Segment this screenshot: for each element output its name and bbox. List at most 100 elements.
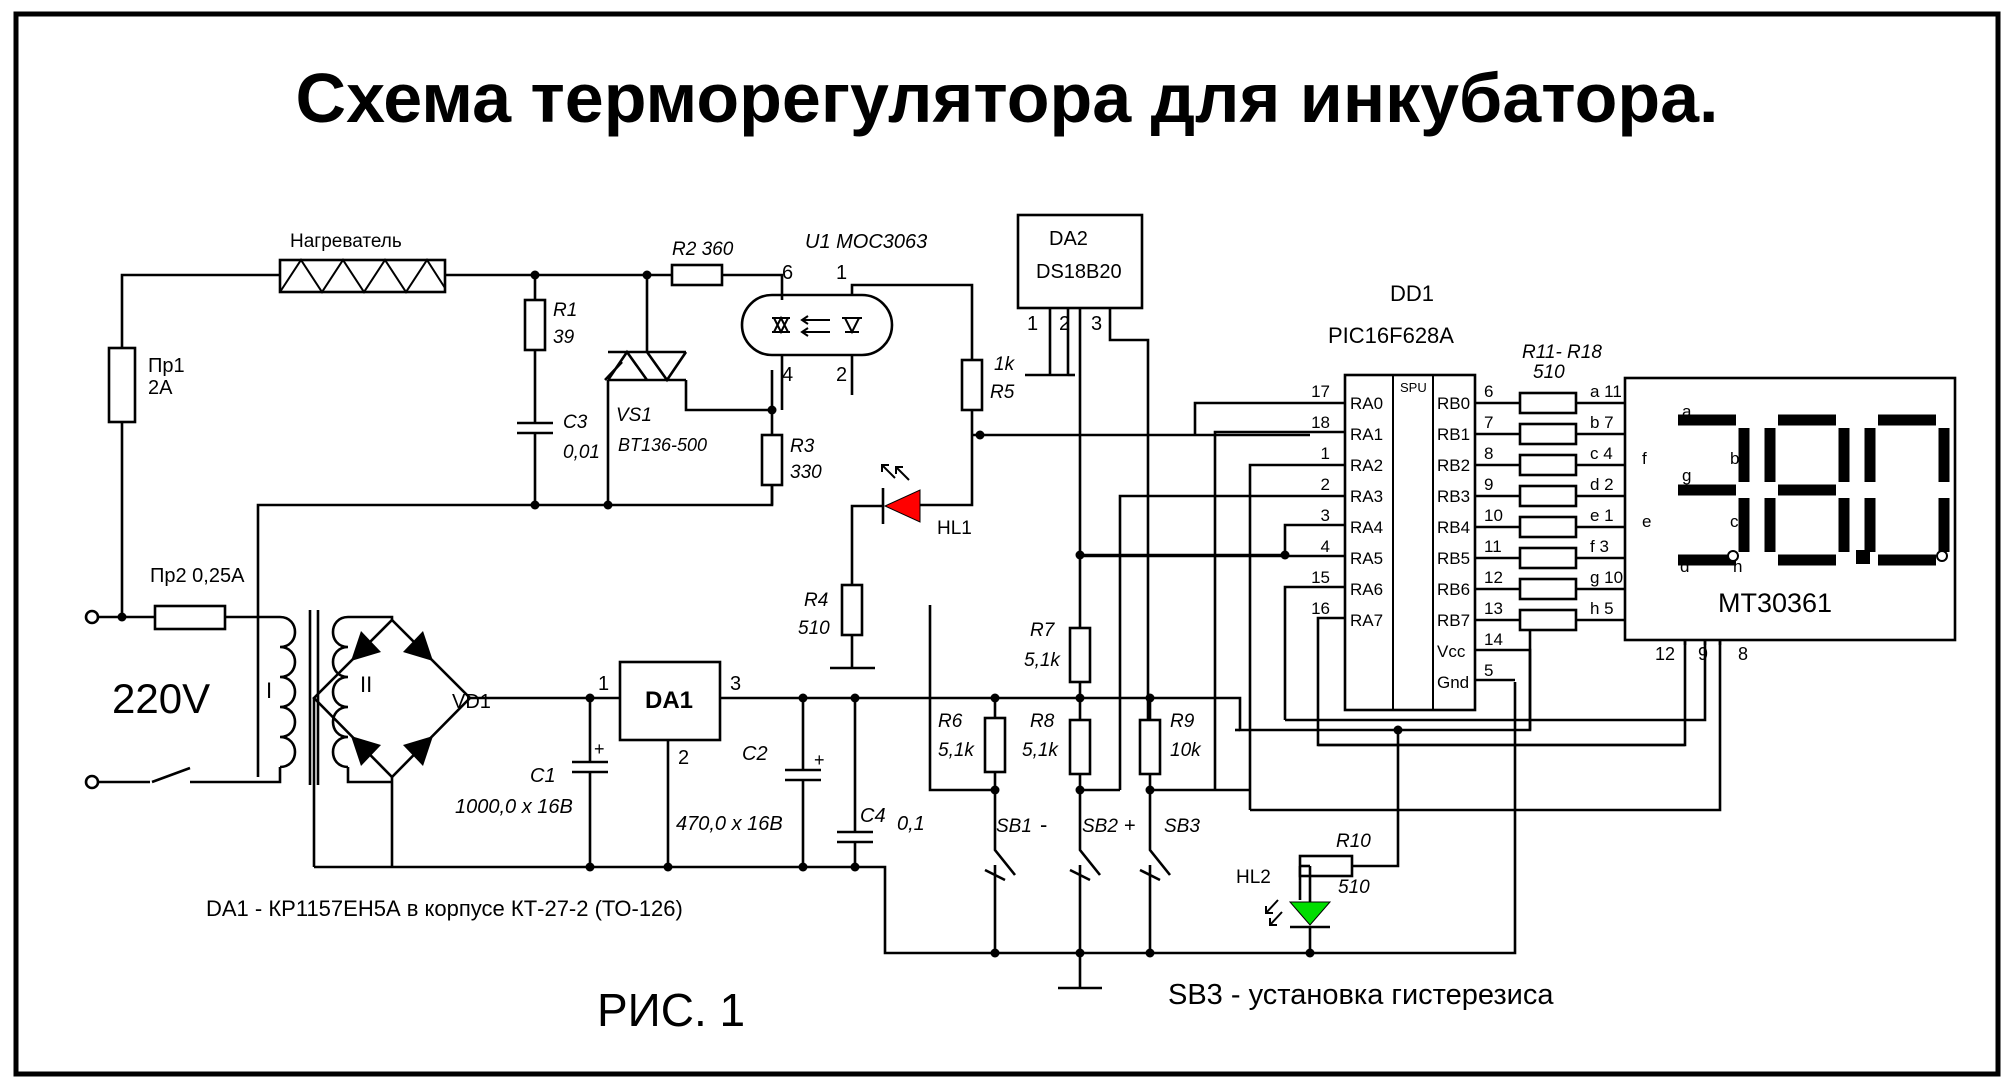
sb2-switch: [1069, 820, 1102, 950]
mains-terminal-top: [84, 609, 100, 625]
pic-pin-num-ra5: 4: [1321, 537, 1330, 556]
r6: [983, 716, 1007, 774]
c3-val: 0,01: [563, 442, 600, 463]
resistor-r14: [1518, 484, 1578, 508]
u1-pin2: 2: [836, 364, 847, 386]
u1-body: [740, 293, 894, 357]
hl1-led: [883, 489, 921, 523]
seg-label-b: b: [1730, 449, 1739, 468]
seg-label-d: d: [1680, 557, 1689, 576]
r7: [1068, 626, 1092, 684]
pic-pin-num-rb4: 10: [1484, 506, 1503, 525]
pic-pin-num-ra4: 3: [1321, 506, 1330, 525]
u1-pin6: 6: [782, 262, 793, 284]
diode-4: [351, 736, 381, 766]
figure-label: РИС. 1: [597, 984, 745, 1036]
da2-pin2: 2: [1059, 313, 1070, 335]
transformer-secondary: [331, 615, 349, 769]
mains-section: 220V Пр2 0,25A Пр1 2A Нагреватель I II: [84, 231, 774, 790]
pic-pin-num-rb0: 6: [1484, 382, 1493, 401]
r10-ref: R10: [1336, 831, 1371, 852]
c4-val: 0,1: [897, 813, 925, 835]
resistor-r15: [1518, 515, 1578, 539]
fuse1-val: 2A: [148, 377, 173, 399]
pic-pin-num-ra3: 2: [1321, 475, 1330, 494]
pic-pin-num-ra7: 16: [1311, 599, 1330, 618]
da1-pin3: 3: [730, 673, 741, 695]
pic-pin-num-rb1: 7: [1484, 413, 1493, 432]
dd1-spu: SPU: [1400, 380, 1427, 395]
pic-pin-name-rb5: RB5: [1437, 549, 1470, 568]
pic-pin-num-rb6: 12: [1484, 568, 1503, 587]
da1-body: [618, 660, 722, 742]
transformer-primary: [279, 615, 297, 769]
r6-val: 5,1k: [938, 740, 975, 761]
r3-ref: R3: [790, 436, 815, 457]
wire-fuse1: [120, 273, 280, 617]
da2-body: [1016, 213, 1144, 310]
sb1-sign: -: [1040, 812, 1047, 837]
pic-pin-num-rb5: 11: [1484, 537, 1502, 556]
r5-ref: R5: [990, 382, 1015, 403]
display-pin8: 8: [1738, 644, 1748, 664]
c1-val: 1000,0 x 16B: [455, 796, 573, 818]
c4-ref: C4: [860, 805, 886, 827]
c2-ref: C2: [742, 743, 768, 765]
seg-label-f: f: [1642, 449, 1647, 468]
pic-pin-num-ra6: 15: [1311, 568, 1330, 587]
dd1-ref: DD1: [1390, 281, 1434, 306]
da1-pin2: 2: [678, 747, 689, 769]
sb3-label: SB3: [1164, 816, 1200, 837]
wire-pic-porta: [1080, 401, 1685, 810]
pic-pin-num-rb3: 9: [1484, 475, 1493, 494]
title: Схема терморегулятора для инкубатора.: [296, 59, 1719, 137]
display-mt30361: MT30361 12 9 8 a b c d e f g h: [1623, 376, 1957, 664]
r4-val: 510: [798, 618, 830, 639]
pic-pin-name-rb7: RB7: [1437, 611, 1470, 630]
pic-pin-name-rb1: RB1: [1437, 425, 1470, 444]
triac-section: R1 39 C3 0,01 VS1 BT136-500 R2 360 R3 33…: [517, 239, 822, 510]
seg-label-a: a: [1682, 402, 1692, 421]
pic-pin-name-ra7: RA7: [1350, 611, 1383, 630]
pic-pin-num-vcc: 14: [1484, 630, 1503, 649]
r8-val: 5,1k: [1022, 740, 1059, 761]
r8: [1068, 718, 1092, 776]
sb2-sign: +: [1124, 815, 1136, 837]
resistor-r12: [1518, 422, 1578, 446]
pic-pin-num-ra0: 17: [1311, 382, 1330, 401]
dd1-pic16f628a: SPU DD1 PIC16F628A 17RA018RA11RA22RA33RA…: [1311, 281, 1602, 712]
r4-ground: [830, 635, 875, 670]
c2-val: 470,0 x 16B: [676, 813, 783, 835]
pic-pin-name-ra3: RA3: [1350, 487, 1383, 506]
c1: + C1 1000,0 x 16B: [455, 693, 608, 872]
mains-terminal-bottom: [84, 774, 100, 790]
pic-pin-name-ra4: RA4: [1350, 518, 1383, 537]
u1-moc3063: U1 MOC3063 6 1 4 2: [740, 231, 974, 410]
r2-label: R2 360: [672, 239, 734, 260]
r7-ref: R7: [1030, 620, 1056, 641]
pic-pin-num-rb2: 8: [1484, 444, 1493, 463]
c1-plus: +: [594, 739, 605, 759]
wire-display-digits: [1250, 640, 1722, 812]
pic-pin-name-ra1: RA1: [1350, 425, 1383, 444]
buttons-section: R6 5,1k SB1 - R7 5,1k R8 5,1k SB2 + R9 1…: [928, 555, 1250, 990]
seg-pin-label-h: h 5: [1590, 599, 1614, 618]
seven-seg-digits: [1678, 414, 1950, 566]
seg-pin-label-a: a 11: [1590, 382, 1622, 401]
u1-pin1: 1: [836, 262, 847, 284]
fuse1-ref: Пр1: [148, 355, 185, 377]
c1-ref: C1: [530, 765, 556, 787]
hl1-rays: [881, 464, 910, 481]
r9-val: 10k: [1170, 740, 1202, 761]
r11-r18-array: a 11b 7c 4d 2e 1f 3g 10h 5: [1475, 382, 1625, 632]
wire-ground-rail: [314, 682, 1517, 955]
wire-pic-power: [1475, 648, 1532, 730]
digit-0: [1678, 414, 1750, 566]
pic-pin-num-rb7: 13: [1484, 599, 1503, 618]
note-sb3: SB3 - установка гистерезиса: [1168, 979, 1554, 1011]
r3-val: 330: [790, 462, 822, 483]
pic-pin-num-gnd: 5: [1484, 661, 1493, 680]
pic-right-pins: RB06RB17RB28RB39RB410RB511RB612RB713Vcc1…: [1437, 382, 1503, 692]
sb1-label: SB1: [996, 816, 1032, 837]
